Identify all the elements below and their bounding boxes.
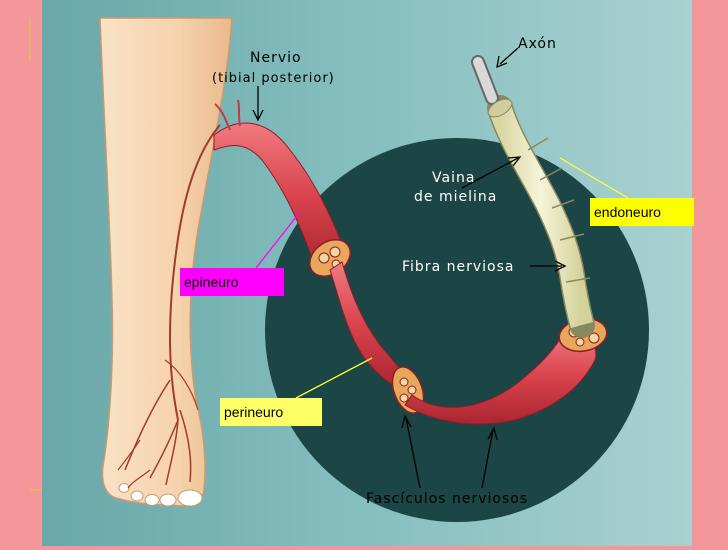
endoneuro-leader: [559, 157, 629, 199]
label-fasciculos: Fascículos nerviosos: [366, 491, 528, 507]
label-nervio: Nervio: [250, 50, 302, 66]
nerve-fiber: [471, 55, 595, 338]
callout-perineuro: perineuro: [220, 398, 322, 426]
nerve-trunk: [213, 99, 608, 425]
epineuro-leader: [255, 211, 301, 269]
perineuro-leader: [295, 357, 373, 399]
label-arrows: [252, 47, 567, 489]
label-vaina: Vaina: [432, 170, 475, 186]
label-tibial: (tibial posterior): [212, 71, 335, 86]
callout-endoneuro: endoneuro: [590, 198, 694, 226]
label-axon: Axón: [518, 36, 557, 52]
callout-epineuro: epineuro: [180, 268, 284, 296]
leg-foot: [99, 17, 233, 507]
label-mielina: de mielina: [414, 189, 497, 205]
label-fibra-nerviosa: Fibra nerviosa: [402, 259, 514, 275]
